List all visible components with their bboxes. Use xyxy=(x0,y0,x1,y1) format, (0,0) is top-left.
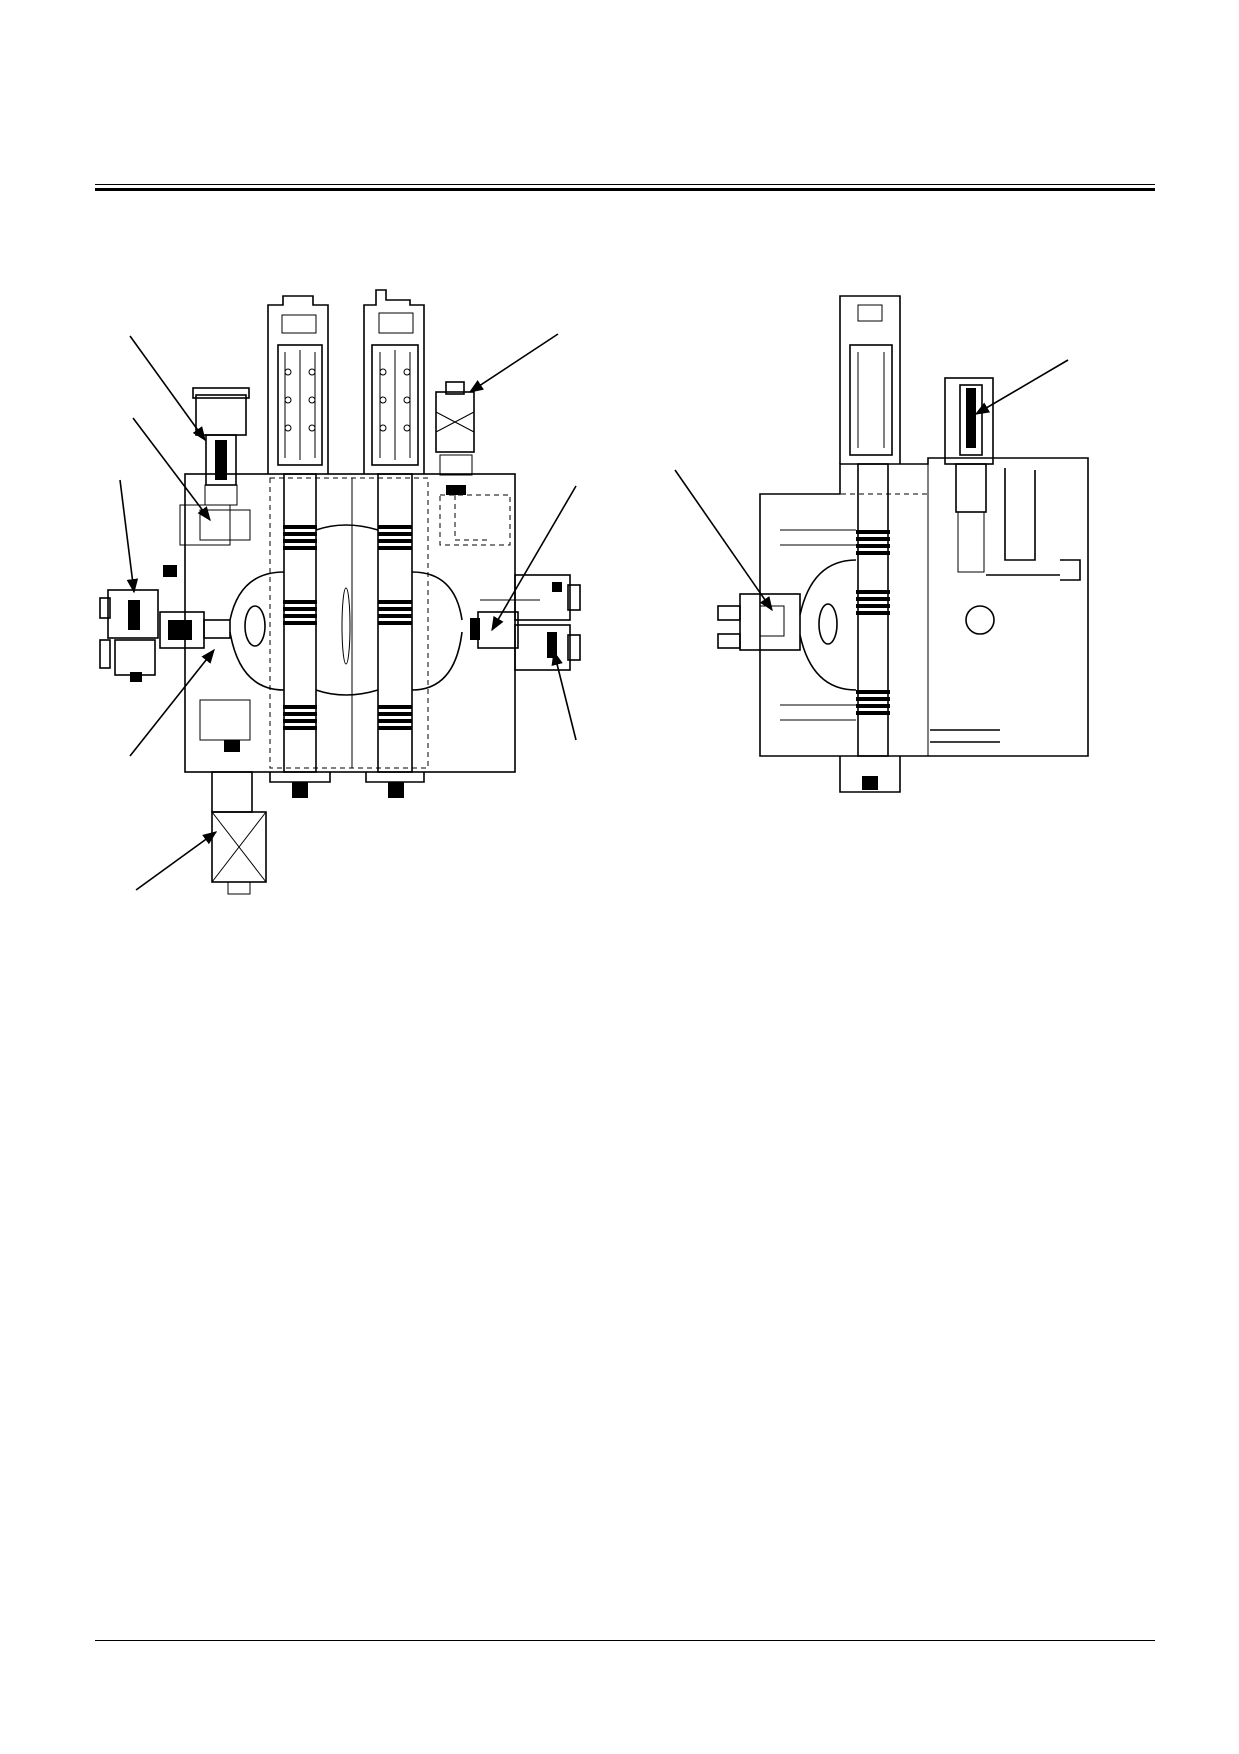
right-side-check xyxy=(477,611,519,649)
solenoid-valve-top-right xyxy=(435,391,475,453)
relief-valve-top xyxy=(195,394,247,436)
header-rule-thin xyxy=(95,184,1155,185)
right-fig-port xyxy=(739,593,801,651)
right-spool-cap xyxy=(839,295,901,464)
spool-cap-2 xyxy=(363,289,425,474)
leader-arrow-5 xyxy=(135,831,218,891)
leader-arrow-10 xyxy=(974,359,1069,415)
right-fig-relief-cartridge xyxy=(959,384,983,456)
leader-arrow-9 xyxy=(674,469,773,612)
leader-arrow-8 xyxy=(551,650,577,741)
leader-arrow-4 xyxy=(129,648,215,757)
leader-arrow-3 xyxy=(119,479,139,594)
leader-arrow-2 xyxy=(132,417,211,522)
spool-cap-1 xyxy=(267,295,329,474)
leader-arrow-7 xyxy=(491,485,577,632)
leader-arrow-1 xyxy=(129,335,206,442)
right-valve-diagram xyxy=(674,295,1089,793)
right-valve-body xyxy=(759,457,1089,757)
leader-arrow-6 xyxy=(468,333,559,393)
header-rule-thick xyxy=(95,188,1155,191)
left-valve-diagram xyxy=(99,289,581,895)
footer-rule xyxy=(95,1640,1155,1641)
